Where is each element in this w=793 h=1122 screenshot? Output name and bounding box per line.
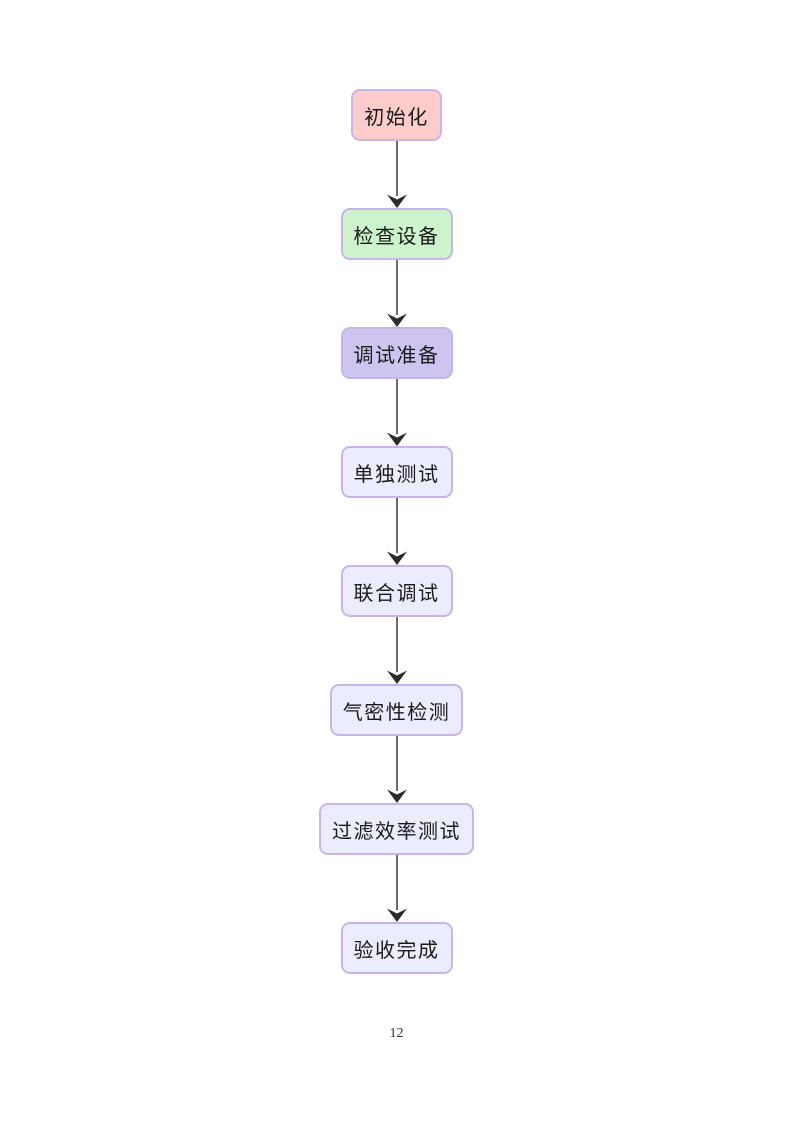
flow-node-airtightness-test: 气密性检测 <box>329 684 464 736</box>
flow-node-label-check-equipment: 检查设备 <box>353 225 440 248</box>
flow-node-check-equipment: 检查设备 <box>340 208 453 260</box>
flow-node-label-individual-test: 单独测试 <box>353 463 440 486</box>
arrow-down-icon <box>386 379 407 446</box>
flow-node-init: 初始化 <box>351 89 442 141</box>
arrow-down-icon <box>386 498 407 565</box>
flowchart: 初始化 检查设备 调试准备 单独测试 联合调试 气密性检测 过滤 <box>0 89 793 974</box>
flow-node-label-joint-debugging: 联合调试 <box>353 582 440 605</box>
arrow-down-icon <box>386 855 407 922</box>
flow-node-label-debug-preparation: 调试准备 <box>353 344 440 367</box>
flow-node-acceptance-complete: 验收完成 <box>340 922 453 974</box>
arrow-down-icon <box>386 260 407 327</box>
flow-node-filter-efficiency-test: 过滤效率测试 <box>319 803 474 855</box>
arrow-down-icon <box>386 736 407 803</box>
flow-node-label-acceptance-complete: 验收完成 <box>353 939 440 962</box>
flow-node-joint-debugging: 联合调试 <box>340 565 453 617</box>
flow-node-individual-test: 单独测试 <box>340 446 453 498</box>
flow-node-label-init: 初始化 <box>364 106 429 129</box>
arrow-down-icon <box>386 141 407 208</box>
flow-node-label-filter-efficiency-test: 过滤效率测试 <box>332 820 461 843</box>
arrow-down-icon <box>386 617 407 684</box>
flow-node-debug-preparation: 调试准备 <box>340 327 453 379</box>
page-number: 12 <box>389 1026 404 1041</box>
flow-node-label-airtightness-test: 气密性检测 <box>342 701 451 724</box>
